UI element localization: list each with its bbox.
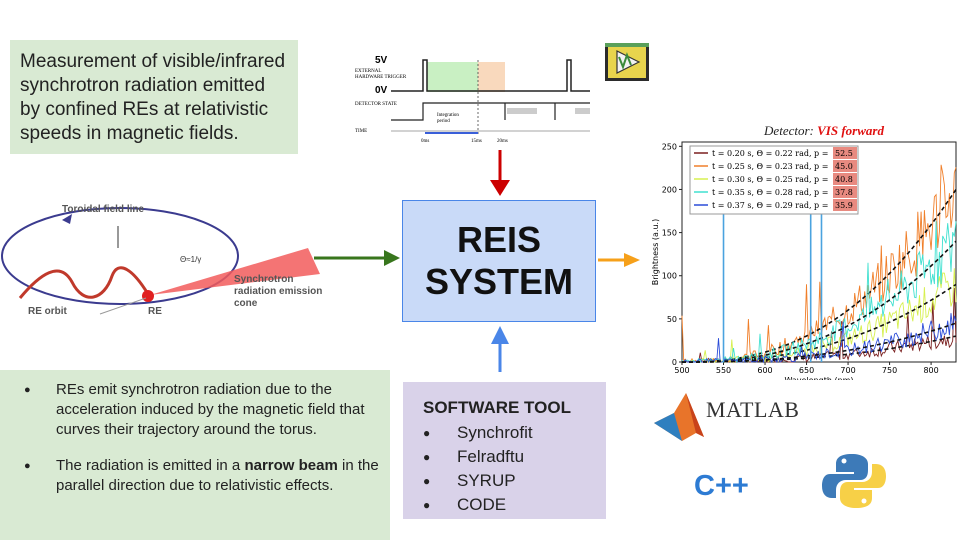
- legend-p-value: 35.9: [835, 201, 853, 210]
- legend-p-value: 40.8: [835, 175, 853, 184]
- emission-label-1: Synchrotron: [234, 274, 293, 285]
- legend-label: t = 0.35 s, Θ = 0.28 rad, p =: [712, 188, 828, 197]
- y-tick-label: 150: [662, 229, 677, 238]
- legend-box: [689, 145, 859, 215]
- y-tick-label: 250: [662, 142, 677, 151]
- trigger-waveform: [391, 59, 590, 92]
- plot-frame: [681, 141, 957, 363]
- legend-p-highlight: [833, 160, 857, 172]
- arrow-right-green-icon: [384, 250, 400, 266]
- matlab-logo-text: MATLAB: [706, 397, 800, 422]
- legend-p-value: 52.5: [835, 149, 853, 158]
- software-item: SYRUP: [423, 469, 606, 493]
- arrow-right-orange-icon: [624, 253, 640, 267]
- bullet-emphasis: narrow beam: [244, 457, 338, 474]
- x-tick-label: 700: [840, 366, 855, 375]
- reis-title-line2: SYSTEM: [424, 261, 574, 302]
- legend-p-value: 37.8: [835, 188, 853, 197]
- legend-p-highlight: [833, 186, 857, 198]
- re-orbit-label: RE orbit: [28, 306, 68, 317]
- legend-p-value: 45.0: [835, 162, 853, 171]
- y-tick-label: 50: [667, 315, 677, 324]
- bullet-item: REs emit synchrotron radiation due to th…: [20, 380, 380, 440]
- legend-p-highlight: [833, 199, 857, 211]
- labview-logo-icon: [605, 43, 649, 81]
- legend-label: t = 0.30 s, Θ = 0.25 rad, p =: [712, 175, 828, 184]
- x-tick-label: 800: [923, 366, 938, 375]
- legend-label: t = 0.20 s, Θ = 0.22 rad, p =: [712, 149, 828, 158]
- trigger-label-1: EXTERNAL: [355, 69, 381, 74]
- bullet-item: The radiation is emitted in a narrow bea…: [20, 456, 380, 496]
- software-title: SOFTWARE TOOL: [423, 398, 571, 417]
- x-tick-label: 650: [799, 366, 814, 375]
- field-direction-arrow-icon: [62, 214, 72, 224]
- timing-diagram: 5V EXTERNAL HARDWARE TRIGGER 0V DETECTOR…: [355, 55, 590, 144]
- description-box: Measurement of visible/infrared synchrot…: [10, 40, 298, 154]
- reis-system-box: REIS SYSTEM: [402, 200, 596, 322]
- integration-label-2: period: [437, 119, 450, 124]
- x-tick-label: 600: [757, 366, 772, 375]
- time-label: TIME: [355, 129, 367, 134]
- voltage-0v-label: 0V: [375, 85, 388, 96]
- cpp-logo-text: C++: [694, 470, 749, 502]
- detector-waveform: [391, 102, 590, 121]
- fit-line: [682, 322, 957, 363]
- software-item: Synchrofit: [423, 421, 606, 445]
- emission-label-3: cone: [234, 298, 258, 309]
- re-orbit-path: [18, 266, 150, 299]
- toroidal-field-label: Toroidal field line: [62, 204, 144, 215]
- detector-state-label: DETECTOR STATE: [355, 102, 397, 107]
- integration-label-1: Integration: [437, 113, 459, 118]
- explanation-box: REs emit synchrotron radiation due to th…: [0, 370, 390, 540]
- y-tick-label: 200: [662, 185, 677, 194]
- integration-window-orange: [478, 62, 505, 92]
- x-tick-label: 750: [882, 366, 897, 375]
- software-item: CODE: [423, 493, 606, 517]
- reis-title-line1: REIS: [456, 219, 542, 260]
- legend-label: t = 0.25 s, Θ = 0.23 rad, p =: [712, 162, 828, 171]
- trigger-label-2: HARDWARE TRIGGER: [355, 75, 407, 80]
- y-tick-label: 0: [672, 358, 677, 367]
- description-text: Measurement of visible/infrared synchrot…: [20, 51, 286, 144]
- re-orbit-diagram: Toroidal field line Θ≈1/γ Synchrotron ra…: [1, 204, 322, 317]
- arrow-up-blue-icon: [491, 326, 509, 344]
- y-tick-label: 100: [662, 272, 677, 281]
- legend-p-highlight: [833, 173, 857, 185]
- x-tick-label: 550: [716, 366, 731, 375]
- x-axis-label: Wavelength (nm): [784, 376, 853, 380]
- voltage-5v-label: 5V: [375, 55, 388, 66]
- arrow-down-red-icon: [490, 180, 510, 196]
- series-line: [681, 221, 957, 364]
- toroidal-field-line-ellipse: [1, 207, 239, 305]
- time-tick-20: 20ms: [497, 139, 508, 144]
- matlab-logo-icon: [654, 393, 704, 441]
- re-particle: [142, 290, 154, 302]
- integration-window-green: [427, 62, 478, 92]
- time-tick-15: 15ms: [471, 139, 482, 144]
- python-logo-icon: [822, 454, 886, 508]
- legend-p-highlight: [833, 147, 857, 159]
- plot-title: Detector: VIS forward: [763, 123, 884, 138]
- theta-label: Θ≈1/γ: [180, 255, 201, 264]
- time-tick-0: 0ms: [421, 139, 429, 144]
- re-label: RE: [148, 306, 162, 317]
- software-tool-box: SOFTWARE TOOL Synchrofit Felradftu SYRUP…: [403, 382, 606, 519]
- legend-label: t = 0.37 s, Θ = 0.29 rad, p =: [712, 201, 828, 210]
- software-item: Felradftu: [423, 445, 606, 469]
- x-tick-label: 500: [674, 366, 689, 375]
- emission-label-2: radiation emission: [234, 286, 322, 297]
- y-axis-label: Brightness (a.u.): [651, 219, 660, 285]
- emission-cone: [150, 248, 320, 295]
